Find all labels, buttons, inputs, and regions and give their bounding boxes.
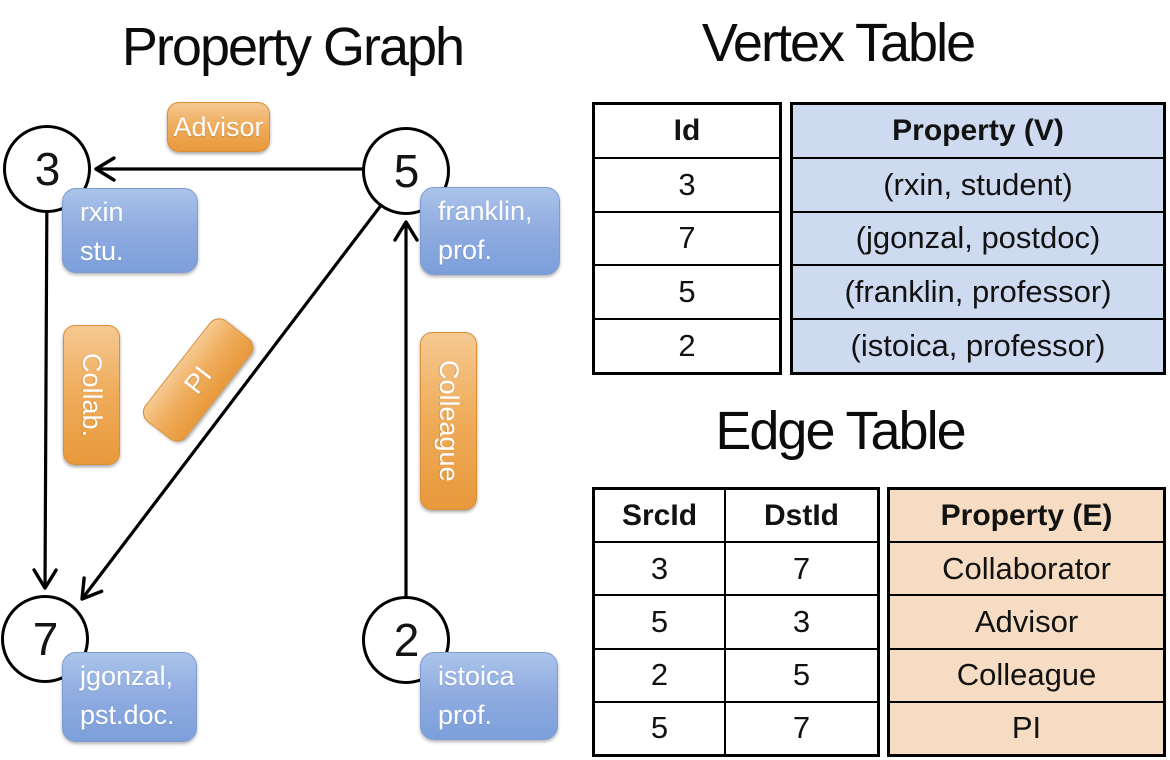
edge-table-title: Edge Table bbox=[715, 401, 966, 461]
vertex-id-cell: 2 bbox=[678, 328, 696, 364]
edge-property-cell: Advisor bbox=[890, 596, 1163, 648]
table-row: 5 7 bbox=[595, 700, 877, 755]
table-row: PI bbox=[890, 700, 1163, 755]
table-row: Property (V) bbox=[793, 105, 1163, 157]
vertex-table-property-column: Property (V) (rxin, student) (jgonzal, p… bbox=[790, 102, 1166, 375]
vertex-table-property-header: Property (V) bbox=[793, 105, 1163, 157]
node-5-id: 5 bbox=[393, 145, 420, 197]
vertex-table-id-column: Id 3 7 5 2 bbox=[592, 102, 782, 375]
table-row: (istoica, professor) bbox=[793, 318, 1163, 372]
table-row: 2 bbox=[595, 318, 779, 372]
graph-edges-svg bbox=[32, 156, 419, 606]
edge-label-advisor: Advisor bbox=[167, 102, 270, 152]
edge-dst-cell: 7 bbox=[792, 550, 811, 586]
edge-table-srcid-header: SrcId bbox=[595, 490, 726, 542]
edge-dst-cell: 5 bbox=[792, 657, 811, 693]
table-row: 7 bbox=[595, 210, 779, 265]
table-row: 5 3 bbox=[595, 594, 877, 648]
edge-dst-cell: 7 bbox=[792, 710, 811, 746]
table-row: Colleague bbox=[890, 647, 1163, 701]
vertex-id-cell: 7 bbox=[678, 220, 696, 256]
edge-table-ids-columns: SrcId DstId 3 7 5 3 2 5 5 7 bbox=[592, 487, 880, 757]
table-row: (franklin, professor) bbox=[793, 264, 1163, 319]
table-row: 2 5 bbox=[595, 647, 877, 701]
vertex-property-cell: (rxin, student) bbox=[793, 158, 1163, 211]
node-7-id: 7 bbox=[32, 613, 59, 665]
edge-label-collab: Collab. bbox=[63, 325, 120, 465]
node-2-id: 2 bbox=[393, 614, 420, 666]
table-row: 5 bbox=[595, 264, 779, 318]
vertex-table-title: Vertex Table bbox=[701, 13, 976, 73]
tables-panel: Vertex Table Id 3 7 5 2 Property (V) bbox=[585, 0, 1170, 760]
vertex-property-box-3: rxin stu. bbox=[62, 188, 198, 273]
table-row: 3 7 bbox=[595, 541, 877, 595]
vertex-id-cell: 3 bbox=[678, 166, 696, 202]
table-row: SrcId DstId bbox=[595, 490, 877, 542]
edge-src-cell: 3 bbox=[595, 543, 726, 595]
edge-src-cell: 5 bbox=[595, 702, 726, 755]
edge-property-cell: PI bbox=[890, 702, 1163, 755]
vertex-property-box-2: istoica prof. bbox=[420, 652, 558, 740]
table-row: Collaborator bbox=[890, 541, 1163, 595]
edge-src-cell: 2 bbox=[595, 649, 726, 701]
edge-property-cell: Colleague bbox=[890, 649, 1163, 701]
vertex-property-cell: (jgonzal, postdoc) bbox=[793, 212, 1163, 265]
edge-label-colleague: Colleague bbox=[420, 332, 477, 510]
table-row: Property (E) bbox=[890, 490, 1163, 542]
vertex-property-cell: (istoica, professor) bbox=[793, 320, 1163, 372]
table-row: Advisor bbox=[890, 594, 1163, 648]
edge-table-dstid-header: DstId bbox=[764, 498, 839, 532]
vertex-property-cell: (franklin, professor) bbox=[793, 266, 1163, 319]
vertex-property-box-7: jgonzal, pst.doc. bbox=[62, 652, 197, 742]
node-3-id: 3 bbox=[34, 143, 61, 195]
edge-table-property-column: Property (E) Collaborator Advisor Collea… bbox=[887, 487, 1166, 757]
property-graph-panel: Property Graph 3 5 7 2 Advisor Collab. P bbox=[1, 17, 560, 742]
edge-src-cell: 5 bbox=[595, 596, 726, 648]
edge-dst-cell: 3 bbox=[792, 604, 811, 639]
table-row: (jgonzal, postdoc) bbox=[793, 210, 1163, 265]
edge-line-3-to-7 bbox=[32, 177, 58, 590]
graph-node-5: 5 bbox=[362, 127, 450, 215]
edge-table-property-header: Property (E) bbox=[890, 490, 1163, 542]
table-row: Id bbox=[595, 105, 779, 157]
edge-line-5-to-7 bbox=[80, 174, 406, 601]
vertex-property-box-5: franklin, prof. bbox=[420, 187, 560, 275]
vertex-table-id-header: Id bbox=[673, 113, 701, 147]
property-graph-title: Property Graph bbox=[121, 17, 465, 77]
vertex-id-cell: 5 bbox=[678, 274, 696, 310]
table-row: (rxin, student) bbox=[793, 156, 1163, 211]
edge-property-cell: Collaborator bbox=[890, 543, 1163, 595]
table-row: 3 bbox=[595, 156, 779, 211]
graph-node-2: 2 bbox=[362, 596, 450, 684]
